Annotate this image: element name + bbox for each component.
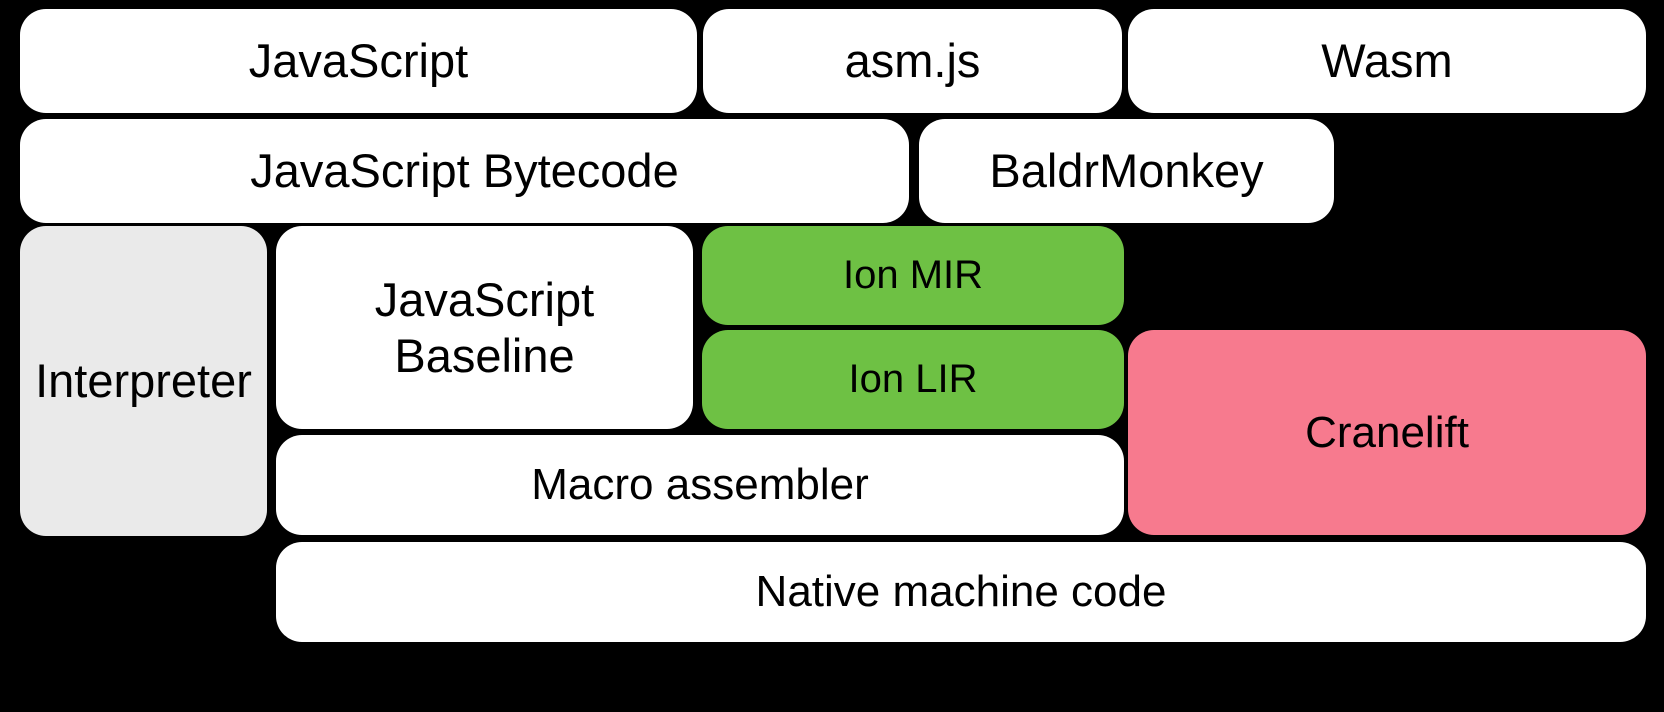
node-baldrmonkey[interactable]: BaldrMonkey: [919, 119, 1334, 223]
node-cranelift[interactable]: Cranelift: [1128, 330, 1646, 535]
node-interpreter[interactable]: Interpreter: [20, 226, 267, 536]
node-javascript[interactable]: JavaScript: [20, 9, 697, 113]
node-ion-lir[interactable]: Ion LIR: [702, 330, 1124, 429]
node-native-machine-code[interactable]: Native machine code: [276, 542, 1646, 642]
node-javascript-bytecode[interactable]: JavaScript Bytecode: [20, 119, 909, 223]
node-ion-mir[interactable]: Ion MIR: [702, 226, 1124, 325]
node-macro-assembler[interactable]: Macro assembler: [276, 435, 1124, 535]
node-wasm[interactable]: Wasm: [1128, 9, 1646, 113]
node-javascript-baseline[interactable]: JavaScript Baseline: [276, 226, 693, 429]
node-asm-js[interactable]: asm.js: [703, 9, 1122, 113]
